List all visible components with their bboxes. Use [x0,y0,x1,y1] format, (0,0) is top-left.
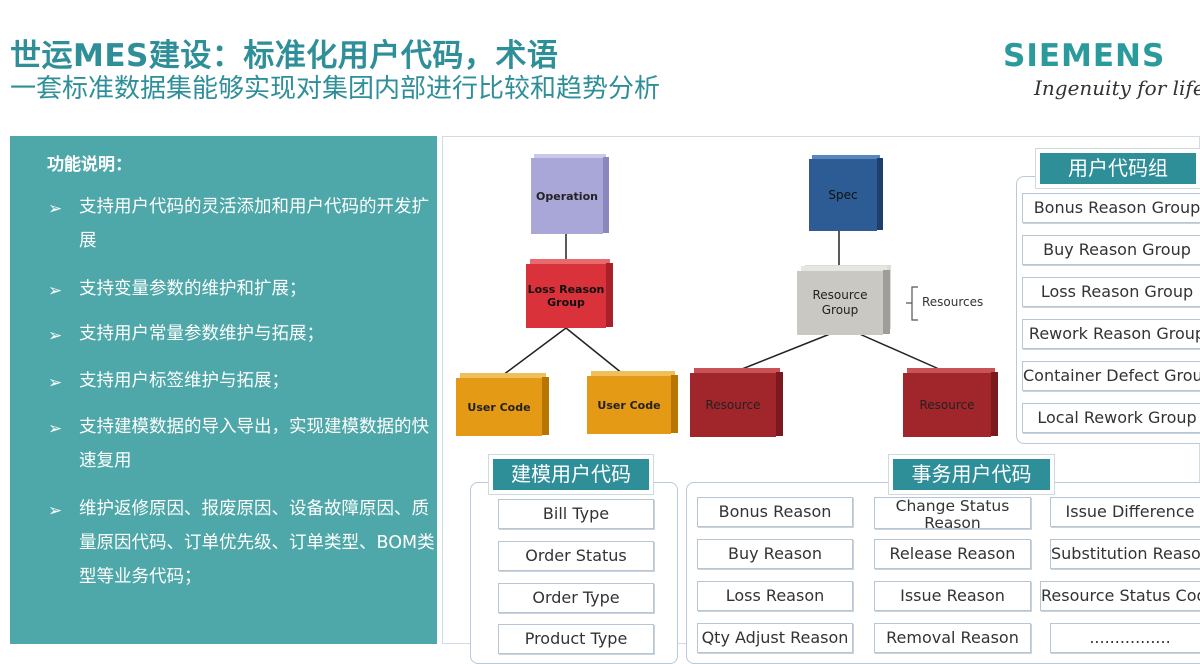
connector-line [565,327,629,379]
brand-logo: SIEMENS [1003,38,1166,74]
operation-label: Operation [531,158,603,234]
code-item: Issue Difference [1050,497,1200,527]
diagram-connectors [498,231,949,379]
page-title: 世运MES建设：标准化用户代码，术语 [10,38,559,74]
resource-label: Resource [690,373,776,437]
code-item: Removal Reason [874,623,1031,653]
feature-item-3: 支持用户常量参数维护与拓展； [79,324,324,344]
resources-bracket [906,286,918,321]
spec-node: Spec [809,155,883,231]
operation-node: Operation [531,154,609,234]
bullet-icon: ➢ [48,501,63,521]
feature-item-6: 维护返修原因、报废原因、设备故障原因、质量原因代码、订单优先级、订单类型、BOM… [79,499,435,587]
feature-item-1: 支持用户代码的灵活添加和用户代码的开发扩展 [79,197,429,251]
feature-heading: 功能说明： [47,155,132,175]
resource-label: Resource [903,373,991,437]
transaction-code-title: 事务用户代码 [893,459,1050,490]
feature-item-4: 支持用户标签维护与拓展； [79,371,289,391]
code-item: Bonus Reason Group [1022,193,1200,223]
resource-node: Resource [903,368,998,437]
resource-group-label: Resource Group [797,271,883,335]
code-item: Loss Reason Group [1022,277,1200,307]
code-item: Product Type [498,624,654,654]
connector-line [498,327,567,379]
code-item: Local Rework Group [1022,403,1200,433]
code-item: Change Status Reason [874,497,1031,529]
code-item: ................ [1050,623,1200,653]
code-item: Substitution Reason [1050,539,1200,569]
code-item: Order Type [498,583,654,613]
code-item: Container Defect Group [1022,361,1200,391]
code-item: Loss Reason [697,581,853,611]
bullet-icon: ➢ [48,281,63,301]
code-item: Order Status [498,541,654,571]
resource-group-node: Resource Group [797,266,890,335]
code-item: Buy Reason [697,539,853,569]
code-item: Bonus Reason [697,497,853,527]
feature-panel [10,136,437,644]
user-code-label: User Code [587,376,671,434]
user-code-label: User Code [456,378,542,436]
code-item: Issue Reason [874,581,1031,611]
connector-line [731,331,836,374]
loss-reason-group-node: Loss Reason Group [526,259,613,328]
resources-label: Resources [922,295,984,309]
bullet-icon: ➢ [48,373,63,393]
bullet-icon: ➢ [48,199,63,219]
code-item: Rework Reason Group [1022,319,1200,349]
code-item: Buy Reason Group [1022,235,1200,265]
feature-item-5: 支持建模数据的导入导出，实现建模数据的快速复用 [79,417,429,471]
code-item: Release Reason [874,539,1031,569]
spec-label: Spec [809,159,877,231]
code-item: Resource Status Code [1040,581,1200,611]
brand-tagline: Ingenuity for life [1034,76,1200,100]
user-code-group-title: 用户代码组 [1040,153,1196,184]
connector-line [854,331,949,374]
code-item: Bill Type [498,499,654,529]
loss-reason-group-label: Loss Reason Group [526,264,606,328]
code-item: Qty Adjust Reason [697,623,853,653]
page-subtitle: 一套标准数据集能够实现对集团内部进行比较和趋势分析 [10,74,661,104]
modeling-code-title: 建模用户代码 [493,459,649,490]
feature-item-2: 支持变量参数的维护和扩展； [79,279,307,299]
user-code-node: User Code [456,373,549,436]
bullet-icon: ➢ [48,326,63,346]
user-code-node: User Code [587,371,678,434]
resource-node: Resource [690,368,783,437]
bullet-icon: ➢ [48,419,63,439]
